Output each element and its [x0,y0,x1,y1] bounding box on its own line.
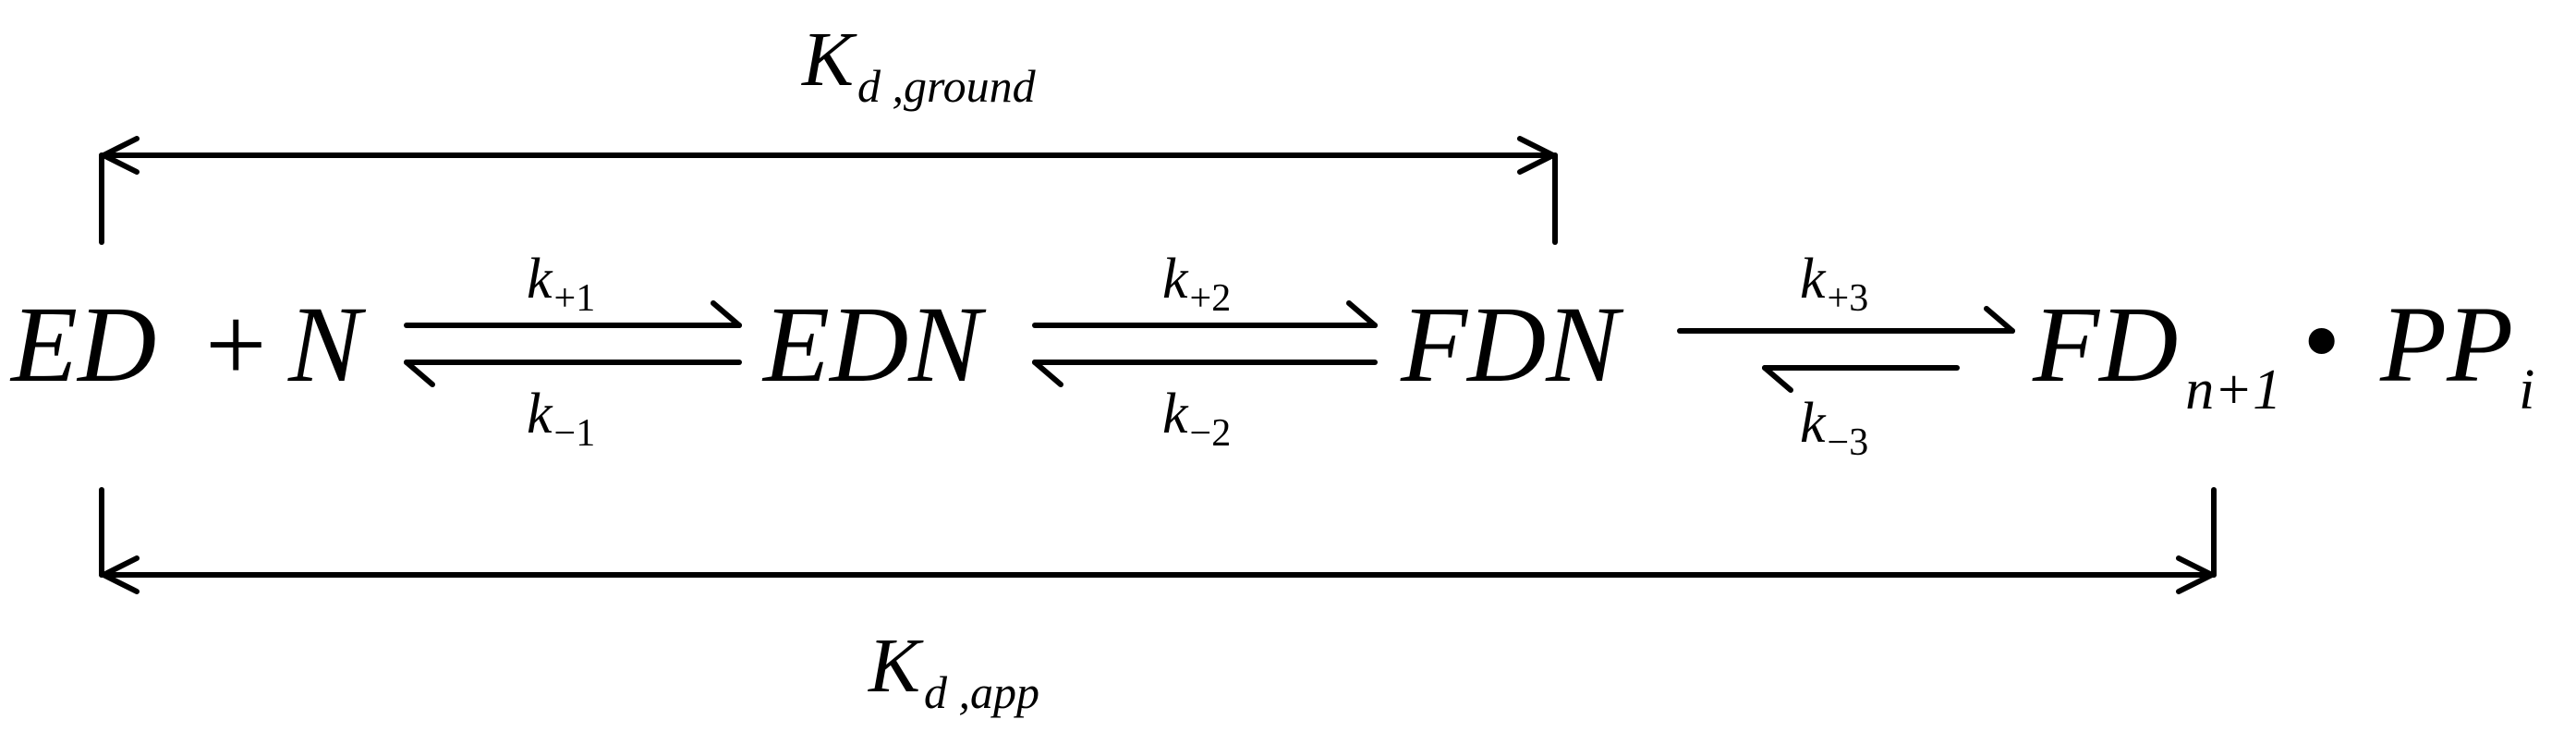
forward-arrow-2-head [1346,300,1378,328]
species-fd-base: FD [2032,284,2178,405]
rate-k1-forward-subscript: +1 [554,277,596,320]
forward-arrow-3-head [1984,306,2015,334]
reverse-arrow-1-head [404,360,435,387]
forward-arrow-1-head [711,300,742,328]
reverse-arrow-2-head [1032,360,1063,387]
rate-k1-reverse: k−1 [527,383,595,455]
rate-k2-forward: k+2 [1162,248,1231,320]
species-dot: • [2303,280,2340,401]
species-pp: PPi [2379,284,2534,421]
species-plus: + [205,284,267,405]
kd-ground-label: Kd ,ground [801,17,1037,112]
rate-k2-reverse-subscript: −2 [1190,412,1232,455]
rate-k1-reverse-base: k [527,383,553,445]
kd-ground-bracket [99,136,1558,245]
rate-k3-forward-base: k [1800,248,1827,311]
rate-k2-reverse-base: k [1162,383,1189,445]
kd-app-right-arrowhead [2176,555,2215,594]
rate-k3-reverse-base: k [1800,392,1827,455]
rate-k2-forward-subscript: +2 [1190,277,1232,320]
species-n: N [287,284,367,405]
kd-ground-left-arrowhead [101,136,140,175]
kd-app-base: K [868,623,924,709]
kd-app-subscript: d ,app [924,666,1039,718]
kd-ground-right-arrowhead [1517,136,1556,175]
species-fdn: FDN [1400,284,1624,405]
kd-ground-base: K [801,17,857,103]
species-pp-base: PP [2379,284,2513,405]
rate-k3-reverse: k−3 [1800,392,1868,464]
rate-k2-reverse: k−2 [1162,383,1231,455]
equilibrium-arrow-1 [404,300,742,387]
kd-ground-subscript: d ,ground [857,60,1037,112]
species-ed: ED [9,284,156,405]
species-edn: EDN [761,284,987,405]
rate-k2-forward-base: k [1162,248,1189,311]
reverse-arrow-3-head [1762,365,1793,393]
rate-k3-forward: k+3 [1800,248,1868,320]
rate-k1-forward: k+1 [527,248,595,320]
rate-k3-forward-subscript: +3 [1828,277,1869,320]
species-fd-subscript: n+1 [2185,359,2281,421]
rate-k1-reverse-subscript: −1 [554,412,596,455]
kd-app-label: Kd ,app [868,623,1039,718]
kd-app-bracket [99,487,2217,594]
equilibrium-arrow-3 [1677,306,2015,393]
rate-k1-forward-base: k [527,248,553,311]
species-pp-subscript: i [2519,359,2534,421]
kd-app-left-arrowhead [101,555,140,594]
rate-k3-reverse-subscript: −3 [1828,421,1869,464]
equilibrium-arrow-2 [1032,300,1378,387]
